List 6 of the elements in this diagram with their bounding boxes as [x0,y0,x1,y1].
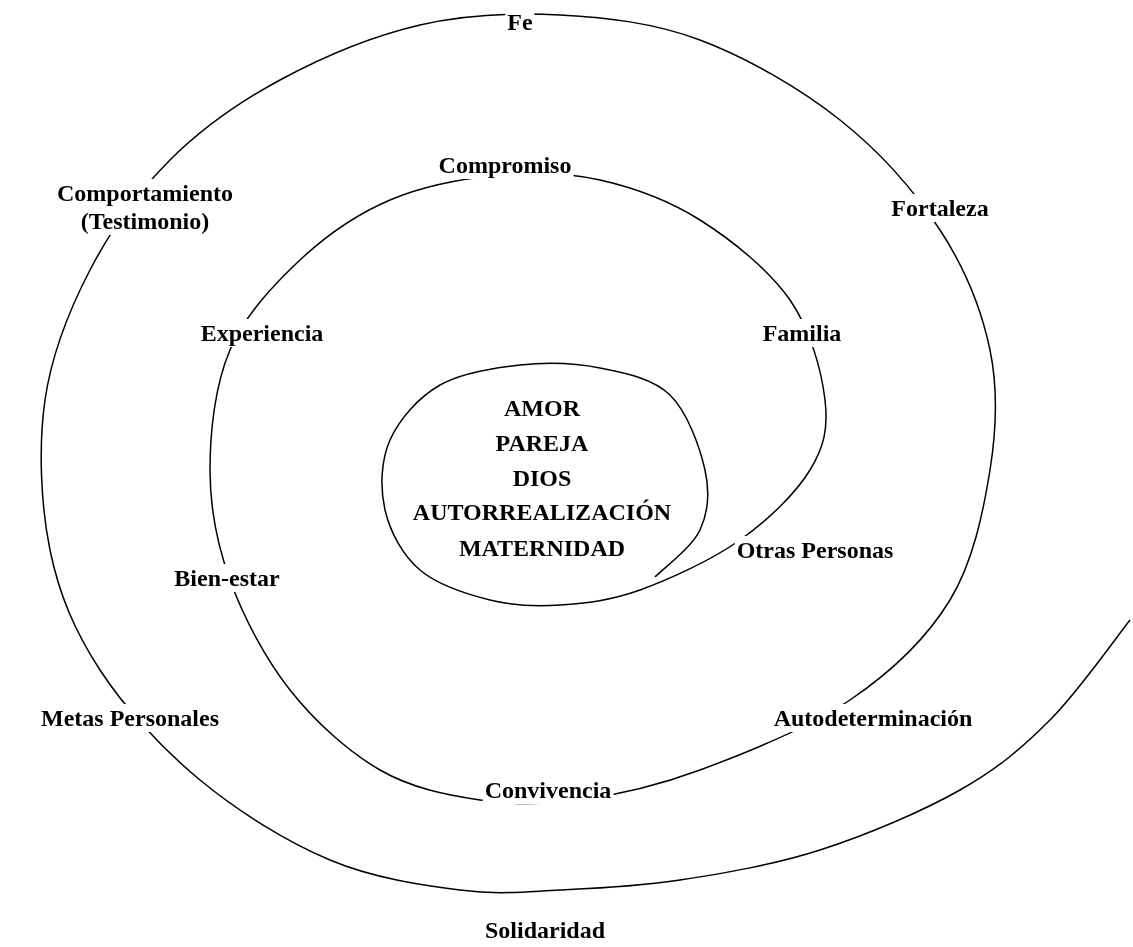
spiral-label: Familia [760,319,844,347]
spiral-label: Fortaleza [889,194,991,222]
spiral-label: Autodeterminación [771,704,975,732]
spiral-label: Metas Personales [39,704,221,732]
spiral-label: Experiencia [198,319,326,347]
spiral-label: Bien-estar [172,564,282,592]
